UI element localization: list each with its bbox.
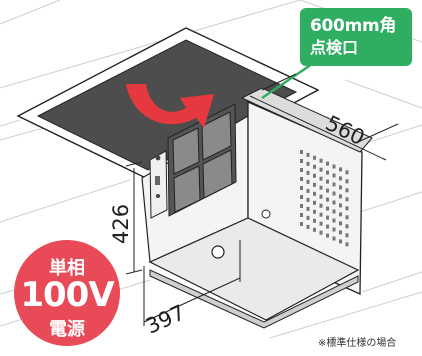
vent-hole <box>319 185 323 190</box>
callout-line-2: 点検口 <box>310 38 359 57</box>
vent-hole <box>339 176 342 181</box>
vent-hole <box>332 227 336 232</box>
vent-hole <box>345 224 349 229</box>
footnote: ※標準仕様の場合 <box>318 338 397 349</box>
vent-hole <box>306 152 310 157</box>
vent-hole <box>326 179 329 184</box>
vent-hole <box>319 194 323 199</box>
power-badge-line-1: 単相 <box>49 258 85 279</box>
depth-dimension <box>249 73 399 161</box>
vent-hole <box>332 200 336 205</box>
vent-hole <box>345 197 349 202</box>
vent-hole <box>332 218 336 223</box>
callout-line-1: 600mm角 <box>310 16 397 36</box>
power-badge: 単相 100V 電源 <box>14 240 120 346</box>
vent-hole <box>313 218 316 223</box>
knob-icon <box>156 194 160 198</box>
vent-hole <box>326 161 329 166</box>
vent-hole <box>326 188 329 193</box>
vent-hole <box>339 203 342 208</box>
vent-hole <box>306 206 310 211</box>
vent-hole <box>345 242 349 247</box>
vent-hole <box>339 212 342 217</box>
vent-hole <box>332 236 336 241</box>
vent-hole <box>300 168 303 172</box>
vent-hole <box>313 182 316 187</box>
vent-hole <box>306 197 310 202</box>
vent-hole <box>345 170 349 175</box>
vent-grille <box>300 150 349 247</box>
vent-hole <box>332 209 336 214</box>
vent-hole <box>319 230 323 235</box>
screw-icon <box>261 209 271 219</box>
vent-hole <box>326 215 329 220</box>
vent-hole <box>345 206 349 211</box>
vent-hole <box>300 204 303 208</box>
vent-hole <box>319 167 323 172</box>
vent-hole <box>319 221 323 226</box>
vent-hole <box>313 209 316 214</box>
vent-hole <box>332 182 336 187</box>
base-rail <box>149 269 359 329</box>
vent-hole <box>300 177 303 181</box>
vent-hole <box>345 233 349 238</box>
vent-hole <box>306 188 310 193</box>
vent-hole <box>313 200 316 205</box>
switch-icon <box>155 176 160 185</box>
height-label: 426 <box>109 204 133 244</box>
vent-hole <box>313 191 316 196</box>
indicator-light <box>155 155 161 161</box>
vent-hole <box>306 215 310 220</box>
callout-leader <box>261 58 319 100</box>
vent-hole <box>332 191 336 196</box>
vent-hole <box>313 164 316 169</box>
width-label: 397 <box>142 300 188 338</box>
vent-hole <box>319 203 323 208</box>
vent-hole <box>332 173 336 178</box>
vent-hole <box>300 222 303 226</box>
vent-hole <box>306 170 310 175</box>
open-direction-arrow-icon <box>126 84 214 128</box>
vent-hole <box>326 233 329 238</box>
vent-hole <box>345 215 349 220</box>
vent-hole <box>300 195 303 199</box>
power-badge-line-3: 電源 <box>49 319 85 340</box>
vent-hole <box>306 161 310 166</box>
unit-top-rim <box>240 87 373 153</box>
vent-hole <box>326 206 329 211</box>
vent-hole <box>319 176 323 181</box>
vent-hole <box>339 230 342 235</box>
vent-hole <box>313 227 316 232</box>
vent-hole <box>326 224 329 229</box>
filter-panel <box>167 103 237 217</box>
vent-hole <box>319 212 323 217</box>
width-dimension <box>143 240 241 326</box>
vent-hole <box>313 155 316 160</box>
vent-hole <box>345 179 349 184</box>
vent-hole <box>339 185 342 190</box>
inspection-opening-callout: 600mm角 点検口 <box>300 8 412 66</box>
vent-hole <box>339 221 342 226</box>
vent-hole <box>339 167 342 172</box>
base-tray <box>148 217 360 321</box>
vent-hole <box>300 186 303 190</box>
inspection-opening <box>36 39 298 171</box>
vent-hole <box>306 179 310 184</box>
vent-hole <box>339 194 342 199</box>
vent-hole <box>345 188 349 193</box>
vent-hole <box>319 158 323 163</box>
power-badge-line-2: 100V <box>20 275 114 315</box>
vent-hole <box>300 159 303 163</box>
height-dimension <box>125 161 143 275</box>
vent-hole <box>300 213 303 217</box>
vent-hole <box>313 173 316 178</box>
vent-hole <box>326 170 329 175</box>
vent-hole <box>300 150 303 154</box>
vent-hole <box>332 164 336 169</box>
vent-hole <box>339 239 342 244</box>
drain-icon <box>211 245 225 259</box>
vent-hole <box>306 224 310 229</box>
vent-hole <box>326 197 329 202</box>
